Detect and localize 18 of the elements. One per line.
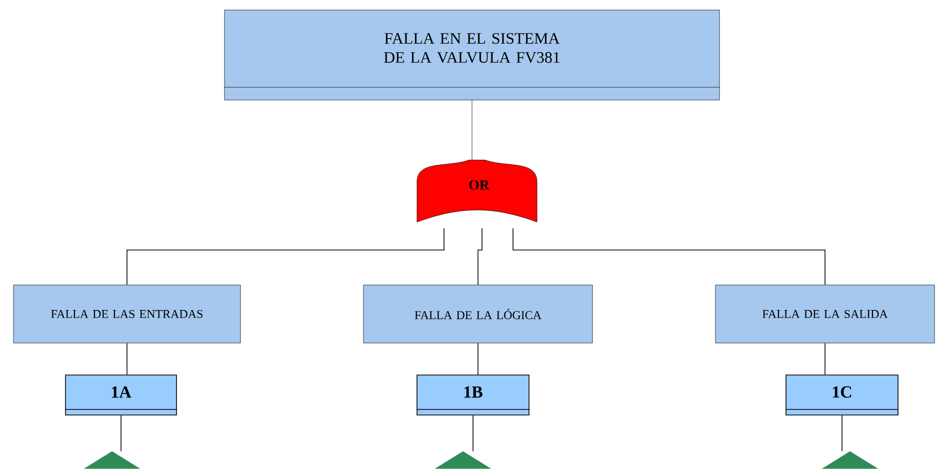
connector-line: [126, 228, 444, 286]
connector-line: [126, 342, 128, 375]
connector-line: [824, 342, 826, 375]
event-box: FALLA EN EL SISTEMA DE LA VALVULA FV381: [224, 10, 720, 100]
connector-line: [120, 415, 122, 452]
event-id-box: 1A: [64, 374, 178, 416]
transfer-triangle: [822, 451, 878, 469]
event-box: FALLA DE LA LÓGICA: [363, 284, 593, 344]
transfer-triangle: [434, 451, 492, 469]
connector-line: [472, 415, 474, 452]
connector-line: [478, 228, 482, 286]
event-id-box: 1C: [785, 374, 899, 416]
event-box: FALLA DE LAS ENTRADAS: [13, 284, 241, 344]
transfer-triangle: [84, 451, 140, 469]
connector-line: [512, 228, 826, 286]
or-gate: OR: [416, 160, 538, 222]
event-box: FALLA DE LA SALIDA: [715, 284, 935, 344]
event-id-box: 1B: [416, 374, 530, 416]
